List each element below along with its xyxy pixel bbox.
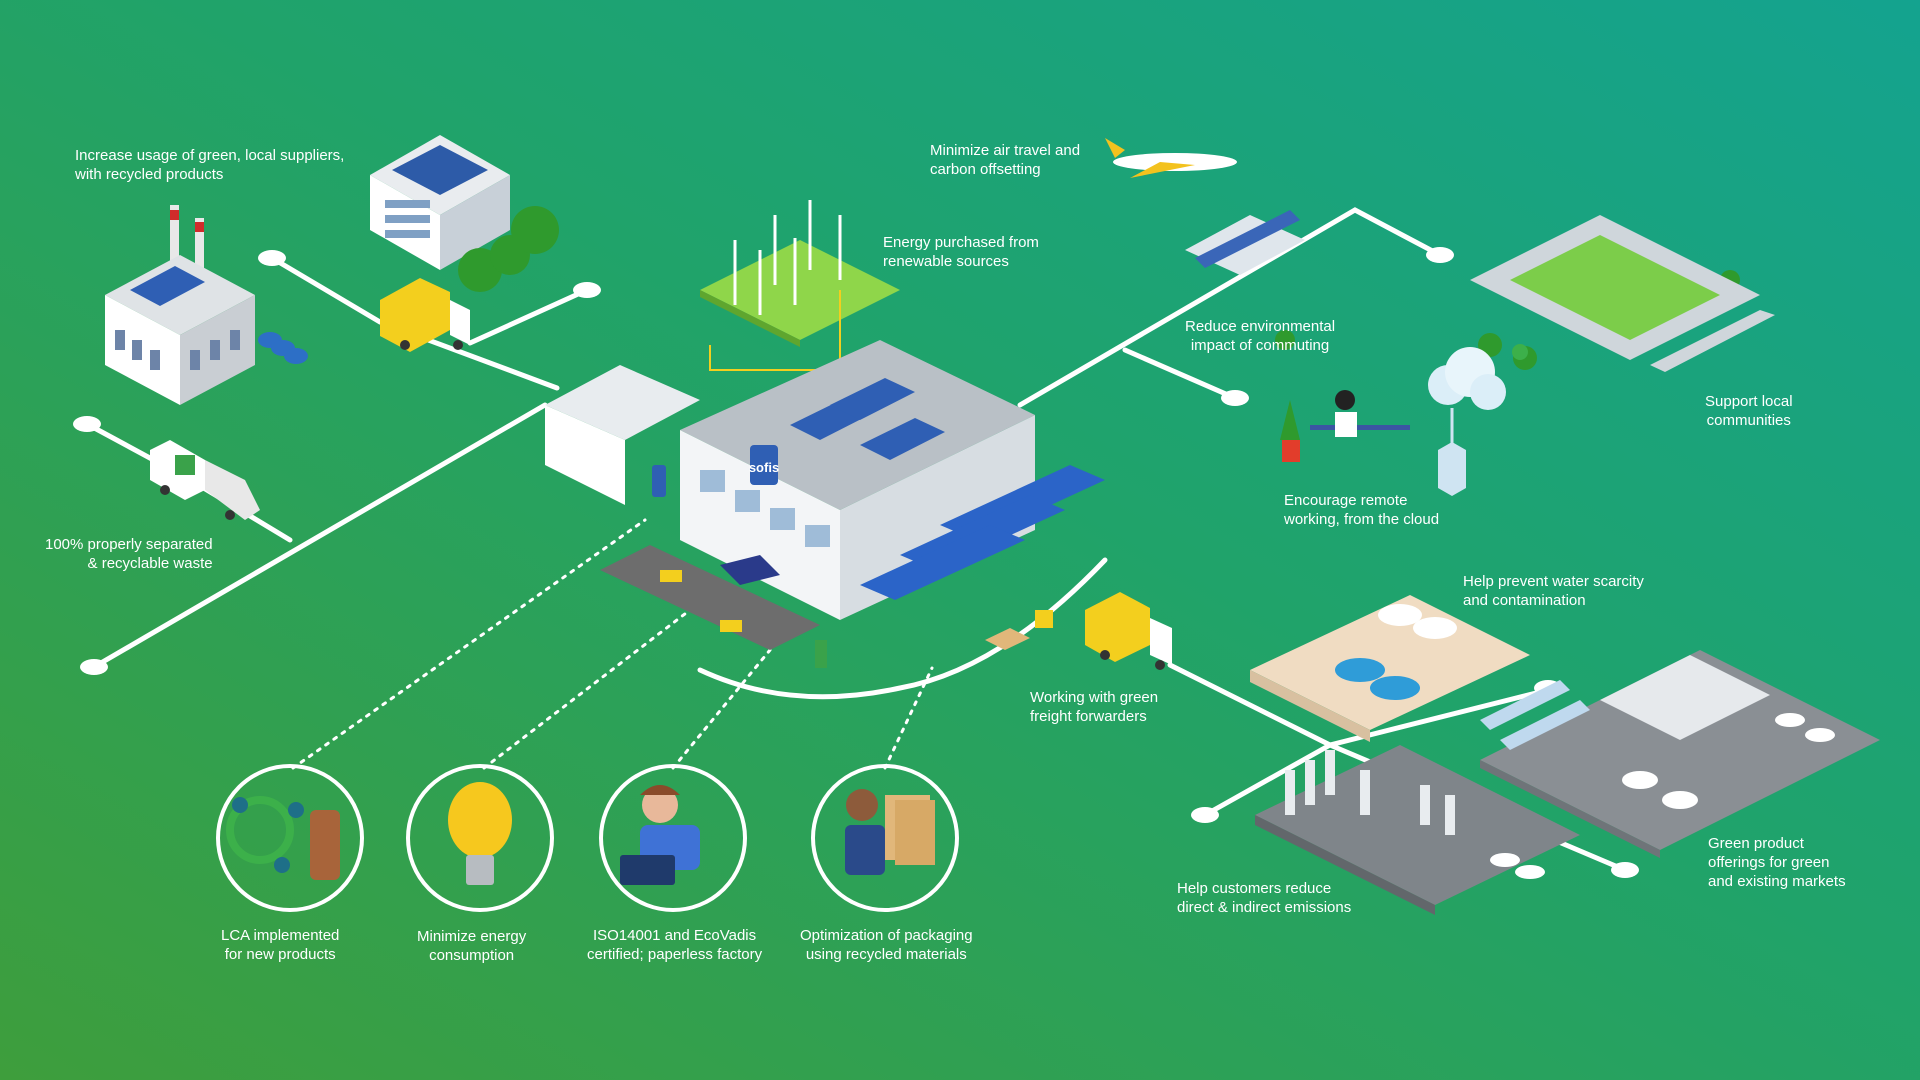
line-left-main <box>91 402 548 670</box>
water-plant <box>1250 595 1530 742</box>
icon-circles <box>216 764 959 912</box>
supplier-truck <box>380 278 470 352</box>
label-suppliers: Increase usage of green, local suppliers… <box>75 147 345 183</box>
brand-logo: sofis <box>749 460 779 475</box>
line-commuting <box>1017 207 1443 408</box>
delivery-truck <box>985 592 1172 670</box>
community-park <box>1470 215 1775 372</box>
parking-lot <box>600 545 827 668</box>
label-waste: 100% properly separated& recyclable wast… <box>45 536 213 572</box>
supplier-factory <box>105 205 308 405</box>
lightbulb-icon <box>448 782 512 885</box>
iso-worker-icon <box>620 785 700 885</box>
lca-icon <box>226 796 340 880</box>
line-emissions <box>1202 742 1333 818</box>
industrial-site <box>1480 650 1880 858</box>
remote-worker <box>1280 390 1410 462</box>
line-remote <box>1122 347 1238 401</box>
cloud-server <box>1428 347 1506 496</box>
emissions-site <box>1255 745 1580 915</box>
line-suppliers-branch <box>467 287 590 346</box>
dotted-lines <box>291 518 934 770</box>
supplier-office <box>370 135 510 270</box>
main-building: sofis <box>545 340 1105 620</box>
airplane <box>1105 138 1237 178</box>
packaging-worker-icon <box>845 789 935 875</box>
train-station <box>1185 210 1305 275</box>
wind-farm <box>700 200 900 371</box>
garbage-truck <box>150 440 260 520</box>
